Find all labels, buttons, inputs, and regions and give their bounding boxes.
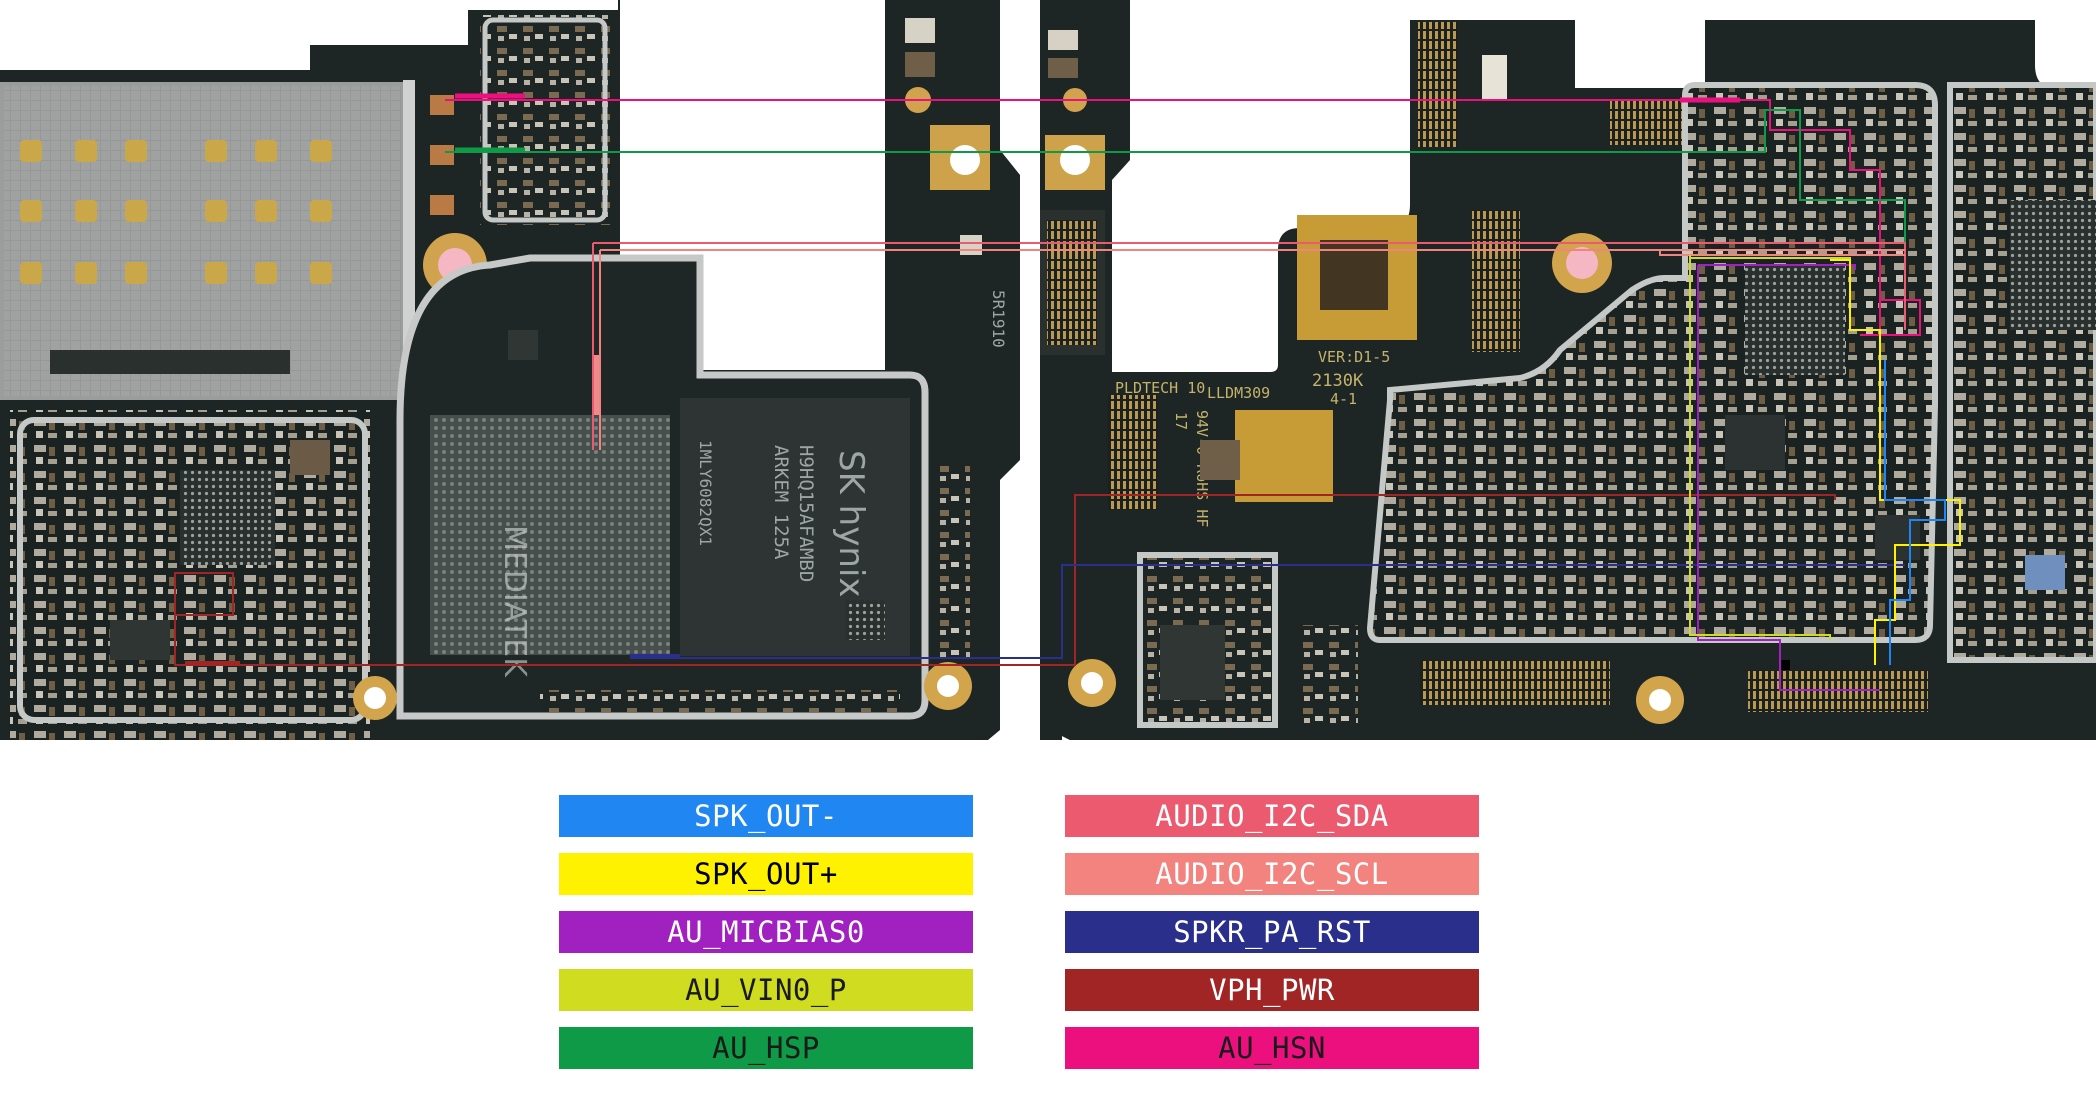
legend-label: SPKR_PA_RST	[1173, 915, 1371, 949]
trace-spkr-pa-rst	[630, 564, 1905, 659]
legend-item-spk-out-minus: SPK_OUT-	[559, 795, 973, 837]
legend-item-au-hsn: AU_HSN	[1065, 1027, 1479, 1069]
memory-brand: SK hynix	[831, 450, 871, 597]
legend-label: AUDIO_I2C_SDA	[1155, 799, 1389, 833]
legend-label: AUDIO_I2C_SCL	[1155, 857, 1389, 891]
revision-label: 4-1	[1330, 390, 1357, 408]
pcb-schematic-photo: MEDIATEK SK hynix H9HQ15AFAMBD ARKEM 125…	[0, 0, 2096, 740]
trace-vph-pwr	[174, 494, 1836, 666]
trace-spk-out-plus	[1830, 259, 1961, 665]
legend-label: AU_HSP	[712, 1031, 820, 1065]
net-traces	[174, 93, 1961, 691]
legend-item-au-vin0-p: AU_VIN0_P	[559, 969, 973, 1011]
legend-item-au-hsp: AU_HSP	[559, 1027, 973, 1069]
legend-label: VPH_PWR	[1209, 973, 1335, 1007]
trace-audio-i2c-sda	[592, 242, 1906, 450]
legend-label: AU_MICBIAS0	[667, 915, 865, 949]
memory-chip: SK hynix H9HQ15AFAMBD ARKEM 125A 1MLY608…	[680, 398, 910, 656]
memory-line-1: H9HQ15AFAMBD	[795, 445, 817, 582]
trace-audio-i2c-scl	[599, 249, 1905, 450]
legend-item-spkr-pa-rst: SPKR_PA_RST	[1065, 911, 1479, 953]
trace-au-hsp	[445, 109, 1906, 330]
legend-label: SPK_OUT+	[694, 857, 838, 891]
date-code-label: 2130K	[1312, 371, 1364, 391]
legend-label: AU_VIN0_P	[685, 973, 847, 1007]
trace-au-hsn	[445, 93, 1921, 336]
trace-spk-out-minus	[1884, 360, 1946, 665]
left-board: MEDIATEK SK hynix H9HQ15AFAMBD ARKEM 125…	[0, 0, 1020, 740]
legend-item-au-micbias0: AU_MICBIAS0	[559, 911, 973, 953]
legend-item-audio-i2c-scl: AUDIO_I2C_SCL	[1065, 853, 1479, 895]
side-code: 5R1910	[989, 290, 1008, 348]
legend-item-audio-i2c-sda: AUDIO_I2C_SDA	[1065, 795, 1479, 837]
soc-marking: MEDIATEK	[497, 525, 532, 678]
version-label: VER:D1-5	[1318, 348, 1390, 366]
sim-contact-pads	[20, 140, 332, 374]
legend-item-spk-out-plus: SPK_OUT+	[559, 853, 973, 895]
legend-label: SPK_OUT-	[694, 799, 838, 833]
soc-chip: MEDIATEK	[430, 415, 670, 678]
right-board: PLDTECH 10 LLDM309 VER:D1-5 2130K 4-1 94…	[1040, 0, 2096, 740]
trace-au-micbias0	[1697, 264, 1880, 691]
model-label: LLDM309	[1207, 384, 1270, 402]
vendor-label: PLDTECH 10	[1115, 379, 1205, 397]
legend-label: AU_HSN	[1218, 1031, 1326, 1065]
memory-code: 1MLY6082QX1	[696, 440, 715, 546]
rating-number: 17	[1172, 412, 1190, 430]
memory-line-2: ARKEM 125A	[770, 445, 792, 560]
legend-item-vph-pwr: VPH_PWR	[1065, 969, 1479, 1011]
